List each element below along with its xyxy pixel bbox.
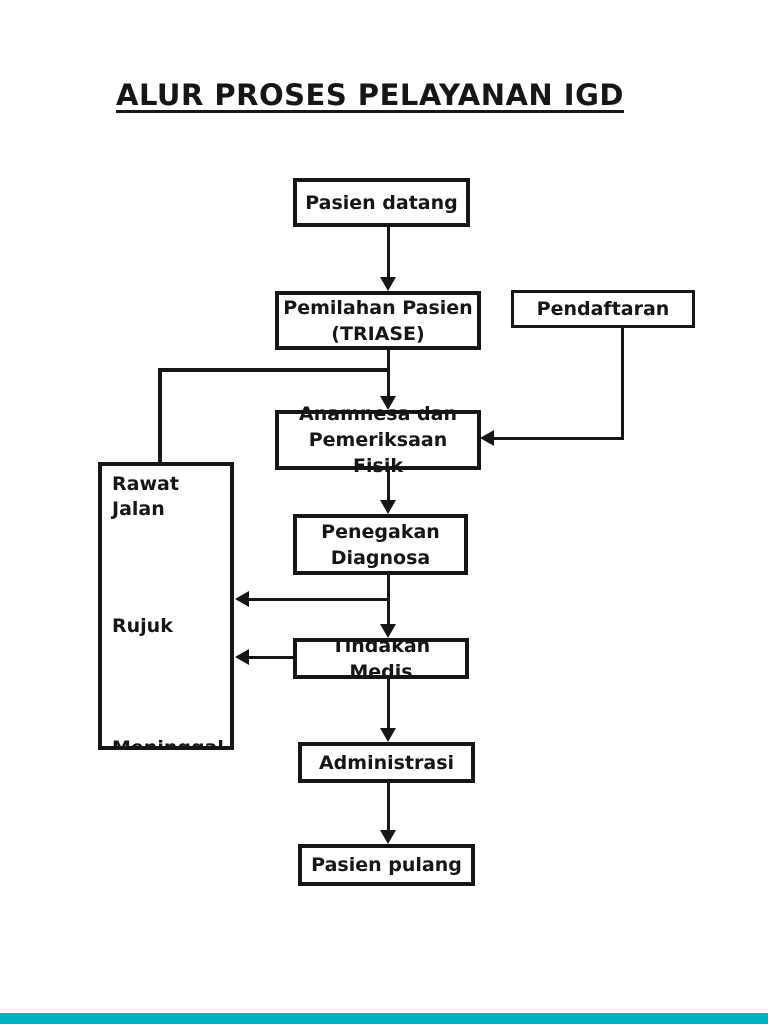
arrowhead-left-into-outcomes-upper [235,591,249,607]
flow-node-tindakan-medis: Tindakan Medis [293,635,469,683]
outcome-label-rujuk: Rujuk [112,615,173,637]
node-label-pendaftaran: Pendaftaran [536,298,670,320]
outcome-label-meninggal: Meninggal [112,737,224,750]
arrowhead-down-into-penegakan [380,500,396,514]
node-label-tindakan-medis: Tindakan Medis [331,634,431,683]
node-label-triase: Pemilahan Pasien (TRIASE) [283,296,473,345]
connector-administrasi-to-pasien-pulang [387,783,390,831]
connector-triase-branch-horizontal [158,368,390,372]
flow-node-anamnesa: Anamnesa dan Pemeriksaan Fisik [275,403,481,477]
node-label-pasien-datang: Pasien datang [305,191,458,214]
flow-node-administrasi: Administrasi [298,742,475,783]
arrowhead-down-into-triase [380,277,396,291]
outcome-label-rawat-jalan: Rawat Jalan [112,473,179,520]
flow-node-pendaftaran: Pendaftaran [511,290,695,328]
node-label-administrasi: Administrasi [318,751,455,774]
node-label-pasien-pulang: Pasien pulang [311,854,462,876]
arrowhead-left-into-outcomes-lower [235,649,249,665]
page-bottom-accent-bar [0,1013,768,1024]
arrowhead-left-into-anamnesa [480,430,494,446]
node-label-anamnesa: Anamnesa dan Pemeriksaan Fisik [299,403,457,477]
arrowhead-down-into-tindakan [380,624,396,638]
connector-pendaftaran-to-anamnesa [494,437,624,440]
connector-anamnesa-to-penegakan [387,470,390,501]
flow-node-triase: Pemilahan Pasien (TRIASE) [275,291,481,350]
connector-triase-branch-to-outcomes [158,368,162,462]
connector-pasien-datang-to-triase [387,227,390,278]
page-title: ALUR PROSES PELAYANAN IGD [116,78,624,112]
arrowhead-down-into-pasien-pulang [380,830,396,844]
flow-node-outcomes-box: Rawat Jalan Rujuk Meninggal [98,462,234,750]
connector-tindakan-to-administrasi [387,679,390,729]
connector-penegakan-branch-to-outcomes [249,598,390,601]
flow-node-penegakan-diagnosa: Penegakan Diagnosa [293,514,468,575]
arrowhead-down-into-anamnesa [380,396,396,410]
connector-triase-to-anamnesa [387,350,390,397]
connector-tindakan-to-outcomes [249,656,295,659]
arrowhead-down-into-administrasi [380,728,396,742]
flow-node-pasien-datang: Pasien datang [293,178,470,227]
connector-pendaftaran-vertical [621,327,624,439]
node-label-penegakan-diagnosa: Penegakan Diagnosa [321,520,440,569]
flow-node-pasien-pulang: Pasien pulang [298,844,475,886]
